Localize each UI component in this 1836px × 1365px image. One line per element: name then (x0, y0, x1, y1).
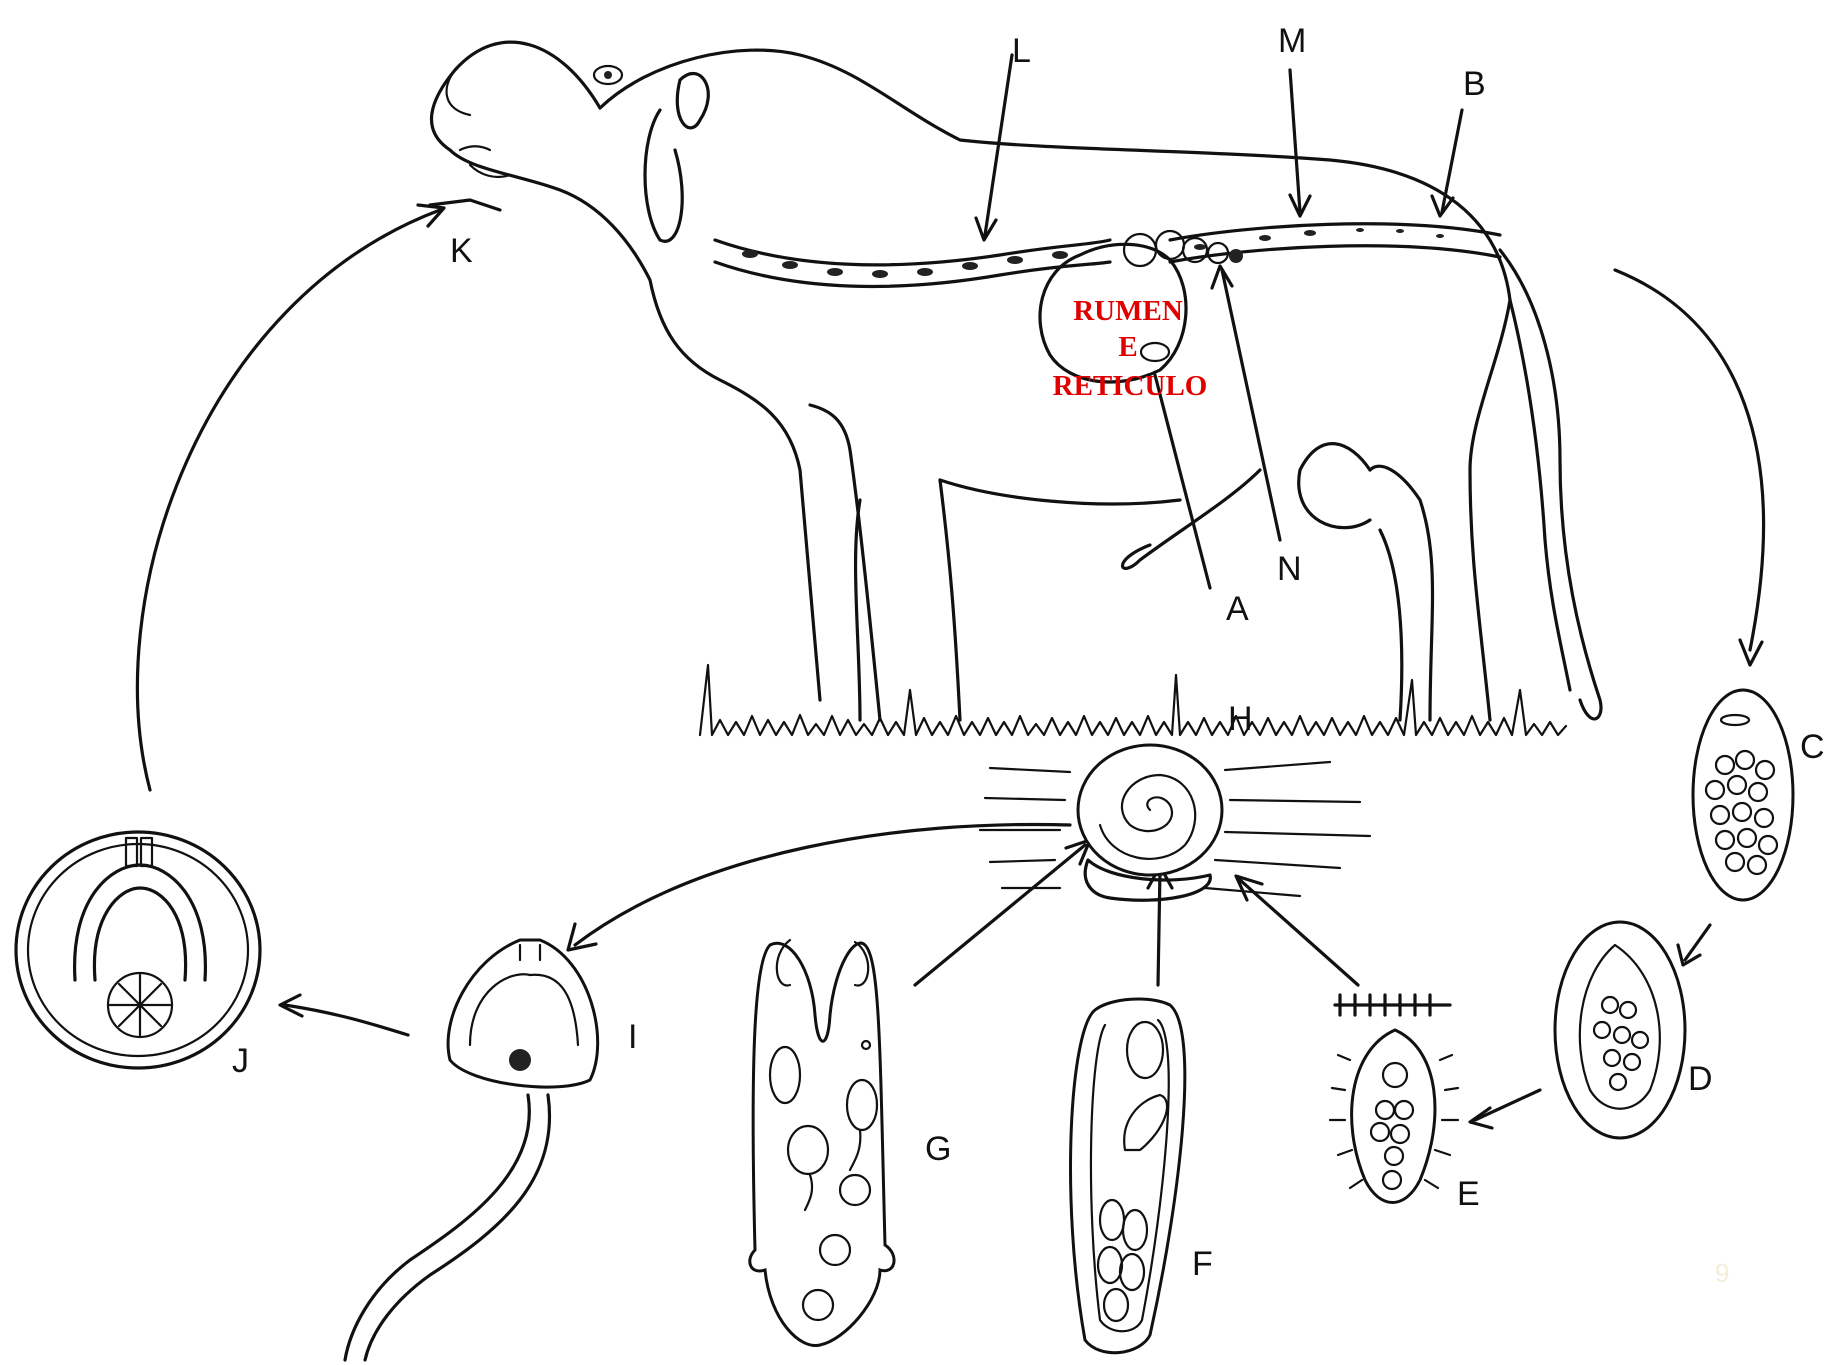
label-l: L (1012, 32, 1031, 70)
label-e: E (1457, 1175, 1480, 1213)
cow-illustration (430, 42, 1601, 735)
miracidium-stage-e (1330, 995, 1458, 1203)
label-c: C (1800, 728, 1825, 766)
label-h: H (1228, 700, 1253, 738)
egg-stage-d (1555, 922, 1685, 1138)
label-k: K (450, 232, 473, 270)
label-d: D (1688, 1060, 1713, 1098)
snail-host (980, 745, 1370, 900)
metacercaria-stage-j (16, 832, 260, 1068)
label-b: B (1463, 65, 1486, 103)
organ-label-line3: RETICULO (1053, 370, 1208, 402)
label-i: I (628, 1018, 637, 1056)
label-a: A (1226, 590, 1249, 628)
organ-label-line2: E (1118, 331, 1137, 363)
egg-stage-c (1693, 690, 1793, 900)
label-n: N (1277, 550, 1302, 588)
label-m: M (1278, 22, 1306, 60)
label-j: J (232, 1042, 249, 1080)
redia-stage-f (1071, 999, 1185, 1353)
label-f: F (1192, 1245, 1213, 1283)
cercaria-stage-i (345, 940, 598, 1360)
organ-label-line1: RUMEN (1073, 295, 1183, 327)
label-g: G (925, 1130, 951, 1168)
redia-stage-g (750, 940, 894, 1346)
page-number: 9 (1715, 1258, 1729, 1288)
organ-annotation: RUMEN E RETICULO (1053, 295, 1208, 402)
